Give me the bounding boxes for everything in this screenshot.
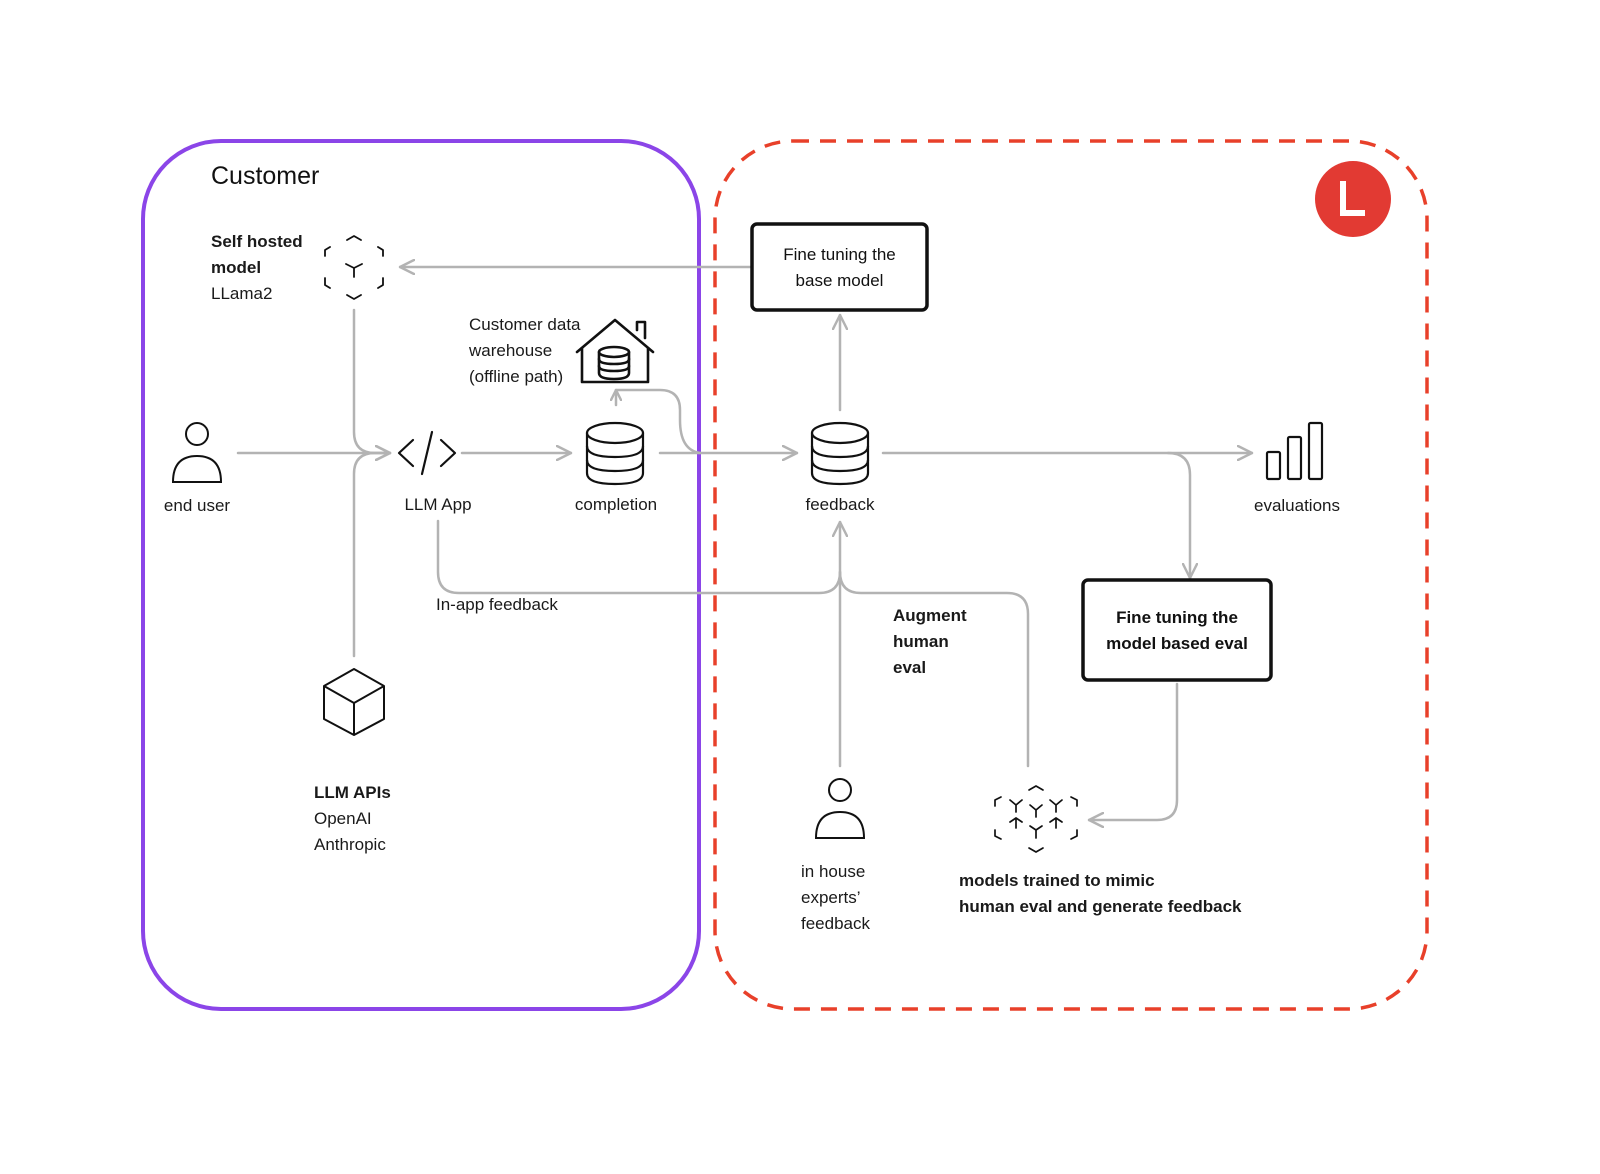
person-icon bbox=[814, 778, 866, 839]
database-icon bbox=[810, 421, 870, 486]
arrow-inapp-feedback bbox=[436, 519, 840, 595]
completion-label: completion bbox=[574, 495, 658, 514]
finetune-eval-text-1: Fine tuning the bbox=[1116, 608, 1238, 627]
code-icon bbox=[397, 430, 457, 476]
experts-label-3: feedback bbox=[801, 914, 870, 933]
warehouse-label-1: Customer data bbox=[469, 315, 581, 334]
self-hosted-title-2: model bbox=[211, 258, 262, 277]
finetune-eval-box bbox=[1081, 578, 1273, 682]
warehouse-label-3: (offline path) bbox=[469, 367, 564, 386]
arrow-to-warehouse bbox=[614, 388, 702, 455]
cube-icon bbox=[323, 668, 385, 736]
llm-app-label: LLM App bbox=[404, 495, 472, 514]
warehouse-label-2: warehouse bbox=[469, 341, 553, 360]
house-database-icon bbox=[575, 318, 655, 384]
self-hosted-title-1: Self hosted bbox=[211, 232, 303, 251]
finetune-eval-text-2: model based eval bbox=[1106, 634, 1248, 653]
llm-apis-line2: Anthropic bbox=[314, 835, 386, 854]
customer-title: Customer bbox=[211, 162, 320, 190]
database-icon bbox=[585, 421, 645, 486]
models-label-2: human eval and generate feedback bbox=[959, 897, 1242, 916]
arrow-selfhosted-to-app bbox=[352, 308, 392, 453]
finetune-base-text-2: base model bbox=[795, 271, 884, 290]
finetune-base-box bbox=[750, 222, 929, 312]
evaluations-label: evaluations bbox=[1253, 496, 1340, 515]
arrow-to-finetune-eval bbox=[1166, 451, 1190, 580]
llm-apis-title: LLM APIs bbox=[314, 783, 391, 802]
models-label-1: models trained to mimic bbox=[959, 871, 1155, 890]
experts-label-2: experts’ bbox=[801, 888, 861, 907]
dashed-cube-icon bbox=[324, 235, 384, 300]
augment-label-2: human bbox=[893, 632, 949, 651]
self-hosted-subtitle: LLama2 bbox=[211, 284, 273, 303]
end-user-label: end user bbox=[163, 496, 231, 515]
vendor-region bbox=[713, 139, 1429, 1011]
network-icon bbox=[994, 785, 1078, 853]
in-app-feedback-label: In-app feedback bbox=[436, 595, 558, 614]
finetune-base-text-1: Fine tuning the bbox=[783, 245, 896, 264]
feedback-label: feedback bbox=[805, 495, 875, 514]
augment-label-3: eval bbox=[893, 658, 927, 677]
bar-chart-icon bbox=[1265, 421, 1324, 481]
person-icon bbox=[171, 422, 223, 483]
experts-label-1: in house bbox=[801, 862, 866, 881]
llm-apis-line1: OpenAI bbox=[314, 809, 372, 828]
l-logo-icon bbox=[1315, 161, 1391, 237]
arrow-models-to-feedback bbox=[838, 570, 1030, 768]
arrow-apis-to-app bbox=[352, 451, 392, 658]
customer-region bbox=[141, 139, 701, 1011]
arrow-finetune-eval-to-models bbox=[1087, 682, 1179, 820]
augment-label-1: Augment bbox=[893, 606, 967, 625]
